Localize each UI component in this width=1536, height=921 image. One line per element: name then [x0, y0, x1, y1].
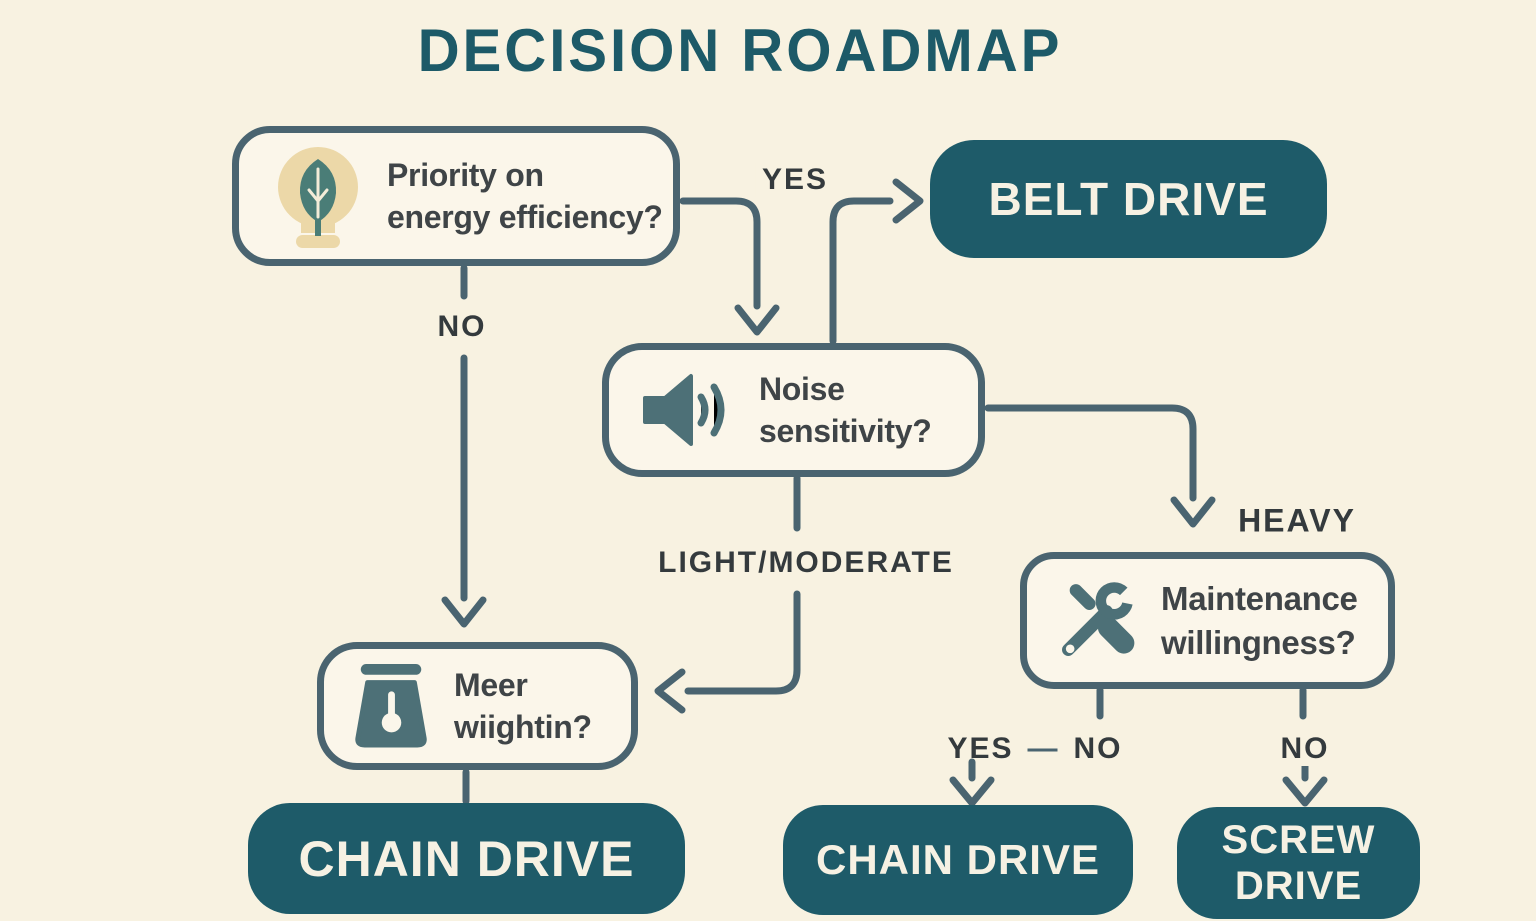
scale-icon: [355, 664, 427, 748]
connector-yes-to-chain-mid: [949, 758, 995, 807]
outcome-chain-drive-left: CHAIN DRIVE: [248, 803, 685, 914]
question-line: Priority on: [387, 156, 544, 193]
question-line: sensitivity?: [759, 413, 932, 449]
connector-noise-to-belt: [829, 178, 924, 345]
edge-label-no: NO: [431, 310, 493, 344]
connector-energy-no-lower: [441, 354, 487, 628]
question-line: willingness?: [1161, 623, 1356, 661]
connector-noise-light-lower: [654, 590, 801, 714]
leaf-lightbulb-icon: [278, 147, 358, 248]
node-noise-sensitivity: Noise sensitivity?: [602, 343, 985, 477]
connector-noise-to-maintenance: [984, 404, 1216, 528]
node-meter-weighting: Meer wiightin?: [317, 642, 638, 770]
outcome-screw-drive: SCREW DRIVE: [1177, 807, 1420, 919]
connector-no-to-screw: [1282, 758, 1328, 807]
edge-label-maint-yes: YES: [947, 732, 1014, 765]
outcome-label: CHAIN DRIVE: [298, 830, 635, 887]
page-title: DECISION ROADMAP: [417, 17, 1063, 84]
edge-label-maint-no: NO: [1073, 732, 1123, 765]
node-weighting-text: Meer wiightin?: [454, 664, 592, 748]
outcome-label: CHAIN DRIVE: [815, 836, 1101, 883]
node-maintenance-text: Maintenance willingness?: [1161, 577, 1358, 664]
speaker-icon: [643, 374, 725, 446]
edge-label-screw-no: NO: [1274, 732, 1336, 766]
edge-label-dash: —: [1027, 732, 1060, 765]
outcome-label: BELT DRIVE: [988, 173, 1269, 225]
edge-label-heavy: HEAVY: [1232, 502, 1362, 540]
node-energy-efficiency: Priority on energy efficiency?: [232, 126, 680, 266]
question-line: wiightin?: [454, 709, 592, 745]
outcome-chain-drive-mid: CHAIN DRIVE: [783, 805, 1133, 915]
connector-energy-to-noise: [679, 197, 780, 336]
outcome-label-line: SCREW: [1221, 818, 1376, 862]
question-line: Noise: [759, 370, 845, 407]
question-line: Maintenance: [1161, 579, 1358, 617]
edge-label-light-moderate: LIGHT/MODERATE: [652, 546, 960, 580]
tools-icon: [1062, 577, 1143, 656]
edge-label-yes-no: YES — NO: [947, 732, 1122, 766]
question-line: energy efficiency?: [387, 199, 663, 235]
edge-label-yes: YES: [755, 163, 835, 197]
outcome-label-line: DRIVE: [1234, 864, 1363, 908]
node-energy-text: Priority on energy efficiency?: [387, 154, 663, 238]
question-line: Meer: [454, 666, 528, 703]
node-noise-text: Noise sensitivity?: [759, 368, 932, 452]
node-maintenance-willingness: Maintenance willingness?: [1020, 552, 1395, 689]
outcome-belt-drive: BELT DRIVE: [930, 140, 1327, 258]
